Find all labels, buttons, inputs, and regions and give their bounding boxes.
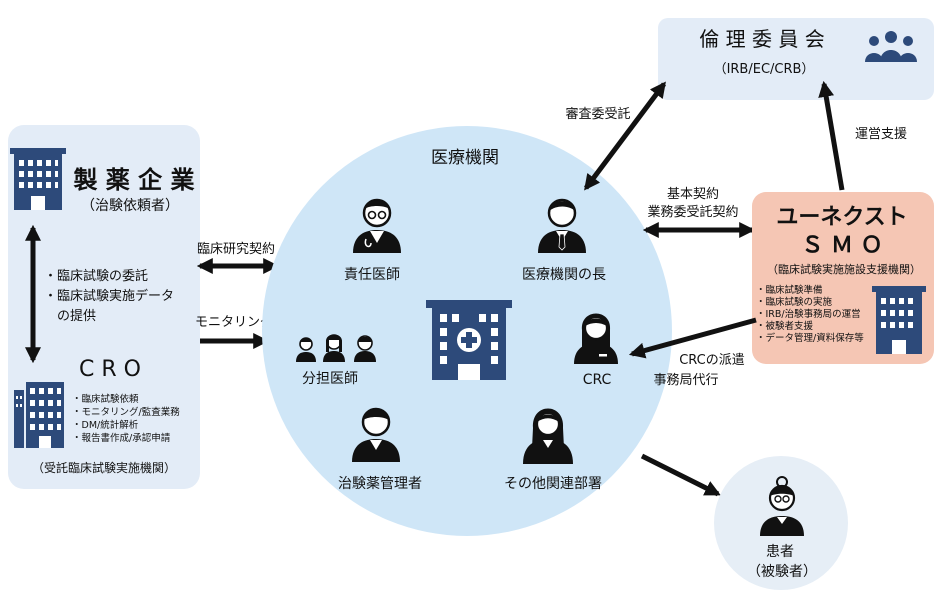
crc-icon — [574, 313, 618, 364]
base-contract-label-2: 業務委受託契約 — [647, 204, 738, 220]
cro-task-3: ・DM/統計解析 — [72, 419, 139, 431]
patient-icon — [760, 476, 804, 536]
group-people-icon — [865, 31, 917, 62]
crc-label: CRC — [583, 372, 612, 388]
cro-task-1: ・臨床試験依頼 — [72, 393, 139, 405]
pharma-subtitle: （治験依頼者） — [81, 198, 179, 214]
ops-support-arrow — [818, 80, 845, 191]
doctor-icon — [353, 198, 401, 253]
pharma-relation-line-1: ・臨床試験の委託 — [44, 268, 148, 284]
other-departments-icon — [523, 408, 573, 464]
pharma-relation-line-3: の提供 — [44, 308, 96, 324]
patient-title: 患者 — [766, 544, 794, 560]
pharma-relation-line-2: ・臨床試験実施データ — [44, 288, 174, 304]
cro-title: C R O — [79, 357, 141, 382]
clinical-contract-label: 臨床研究契約 — [197, 242, 275, 257]
review-request-label: 審査委受託 — [565, 106, 630, 122]
principal-investigator-label: 責任医師 — [344, 267, 400, 283]
crc-dispatch-label-2: 事務局代行 — [653, 373, 718, 388]
smo-service-2: ・臨床試験の実施 — [756, 296, 833, 308]
ethics-subtitle: （IRB/EC/CRB） — [714, 62, 815, 77]
pharma-title: 製 薬 企 業 — [73, 166, 194, 194]
monitoring-label: モニタリング — [195, 315, 273, 330]
smo-service-1: ・臨床試験準備 — [756, 284, 823, 296]
smo-title: ユーネクスト — [776, 205, 907, 230]
crc-dispatch-label-1: CRCの派遣 — [679, 353, 745, 368]
smo-subtitle: （臨床試験実施施設支援機関） — [767, 262, 921, 276]
sub-investigators-icon — [296, 334, 376, 362]
ops-support-label: 運営支援 — [855, 127, 907, 142]
smo-service-3: ・IRB/治験事務局の運営 — [756, 308, 861, 320]
director-label: 医療機関の長 — [522, 266, 606, 283]
drug-manager-icon — [352, 407, 400, 462]
smo-title-2: Ｓ Ｍ Ｏ — [801, 233, 882, 258]
hospital-title: 医療機関 — [431, 148, 499, 168]
base-contract-label-1: 基本契約 — [667, 187, 719, 202]
smo-building-icon — [872, 286, 926, 354]
director-icon — [538, 198, 586, 253]
other-departments-label: その他関連部署 — [504, 476, 602, 492]
cro-task-2: ・モニタリング/監査業務 — [72, 406, 180, 418]
smo-service-4: ・被験者支援 — [756, 320, 814, 332]
sub-investigator-label: 分担医師 — [302, 371, 358, 387]
ethics-panel — [658, 18, 934, 100]
cro-task-4: ・報告書作成/承認申請 — [72, 432, 171, 444]
crc-dispatch-arrow — [628, 317, 757, 359]
pharma-building-icon — [10, 148, 66, 210]
cro-caption: （受託臨床試験実施機関） — [32, 460, 176, 475]
ethics-title: 倫 理 委 員 会 — [699, 27, 824, 51]
smo-service-5: ・データ管理/資料保存等 — [756, 332, 864, 344]
cro-building-icon — [14, 382, 64, 448]
review-request-arrow — [584, 81, 666, 191]
patient-arrow — [640, 453, 721, 497]
hospital-building-icon — [426, 300, 512, 380]
patient-subtitle: （被験者） — [747, 564, 817, 580]
drug-manager-label: 治験薬管理者 — [338, 476, 422, 492]
